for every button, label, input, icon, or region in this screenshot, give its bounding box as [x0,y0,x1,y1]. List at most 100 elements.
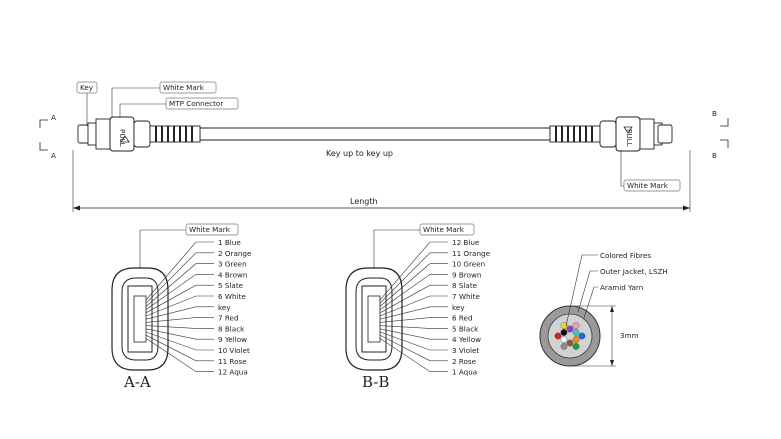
left-mtp-connector: PULL [77,116,201,152]
section_a-leader-12 [145,338,214,372]
section_b-leader-3 [379,274,448,310]
white-mark-callout-label: White Mark [163,83,205,92]
section_b-fiber-label-2: 10 Green [452,260,485,269]
white-mark-callout-box [159,81,217,94]
section-a-white-mark-box [185,223,239,236]
section-bracket-a-bottom [39,142,48,151]
key-callout-label: Key [80,83,94,92]
aramid-leader [583,286,598,319]
right-mtp-connector: PULL [549,116,673,152]
section_a-fiber-label-8: 8 Black [218,324,245,333]
section_b-leader-5 [379,295,448,317]
section_b-leader-12 [379,338,448,372]
section_b-leader-0 [379,241,448,301]
section_a-fiber-label-7: 7 Red [218,314,239,323]
section-b-title: B-B [362,373,389,391]
section_a-leader-4 [145,284,214,314]
section_a-leader-0 [145,241,214,301]
section_a-leader-3 [145,274,214,310]
fibre-dot-4 [560,342,568,350]
section-a-title: A-A [123,373,151,391]
left-pull-text: PULL [118,129,127,147]
section-b-white-mark-label: White Mark [423,225,465,234]
fibre-dot-7 [560,329,568,336]
fibre-dot-10 [572,322,580,329]
section-a-fiber-leaders [145,241,214,372]
section-bracket-b-top [720,118,729,127]
outer-jacket-leader [577,270,598,313]
white-mark-right-callout-box [623,179,681,192]
section_a-fiber-label-9: 9 Yellow [218,335,247,344]
section_a-leader-2 [145,263,214,307]
section_a-fiber-label-1: 2 Orange [218,249,252,258]
section_a-fiber-label-2: 3 Green [218,260,247,269]
section_a-leader-7 [145,317,214,323]
section_b-fiber-label-5: 7 White [452,292,480,301]
section_a-leader-1 [145,252,214,304]
section_a-fiber-label-12: 12 Aqua [218,368,248,377]
section_a-leader-6 [145,306,214,320]
section_a-leader-9 [145,328,214,340]
white-mark-leader [111,87,160,118]
section_b-fiber-label-4: 8 Slate [452,281,478,290]
section_a-fiber-label-6: key [218,303,231,312]
section_b-fiber-label-6: key [452,303,465,312]
colored-fibres [554,322,586,350]
fibre-dot-2 [572,342,580,350]
aramid-label: Aramid Yarn [600,283,643,292]
colored-fibres-label: Colored Fibres [600,251,651,260]
fibre-dot-0 [578,332,586,340]
section_b-leader-2 [379,263,448,307]
cable-body [199,127,551,141]
section_b-fiber-label-3: 9 Brown [452,270,481,279]
section-a-white-mark-leader [139,229,186,268]
section-a-white-mark-label: White Mark [189,225,231,234]
right-triangle-icon [623,126,633,134]
white-mark-right-label: White Mark [627,181,669,190]
colored-fibres-leader [565,254,598,327]
side-a-bottom-label: A [51,151,56,160]
fibre-dot-3 [566,339,574,347]
right-pull-text: PULL [625,129,634,147]
section_b-fiber-label-7: 6 Red [452,314,473,323]
length-extension-lines [72,150,691,212]
mtp-leader [119,103,166,117]
section_b-fiber-label-0: 12 Blue [452,238,480,247]
outer-jacket-label: Outer Jacket, LSZH [600,267,668,276]
section_b-leader-9 [379,328,448,340]
section_a-fiber-label-11: 11 Rose [218,357,247,366]
aramid-yarn [547,313,593,359]
section_b-fiber-label-1: 11 Orange [452,249,491,258]
section_a-leader-5 [145,295,214,317]
fibre-dot-11 [572,329,580,336]
mtp-callout-box [165,97,239,110]
side-a-top-label: A [51,113,56,122]
key-up-label: Key up to key up [326,149,393,158]
section_b-leader-1 [379,252,448,304]
diameter-arrowheads [610,306,614,366]
length-label: Length [350,197,378,206]
section-bracket-a-top [39,119,48,128]
section-b-white-mark-box [419,223,475,236]
fibre-dot-9 [566,325,574,333]
section_a-leader-8 [145,325,214,329]
section_a-fiber-label-3: 4 Brown [218,270,247,279]
fibre-dot-1 [572,336,580,343]
mtp-callout-label: MTP Connector [169,99,223,108]
diameter-dimension [570,305,616,367]
diameter-label: 3mm [620,331,639,340]
section_a-leader-11 [145,334,214,362]
section_b-fiber-label-12: 1 Aqua [452,368,477,377]
section_b-fiber-label-10: 3 Violet [452,346,479,355]
section_b-leader-11 [379,334,448,362]
section_b-fiber-label-9: 4 Yellow [452,335,481,344]
side-b-bottom-label: B [712,151,717,160]
section-bracket-b-bottom [720,139,729,148]
section_b-fiber-label-11: 2 Rose [452,357,477,366]
section_a-fiber-label-4: 5 Slate [218,281,244,290]
